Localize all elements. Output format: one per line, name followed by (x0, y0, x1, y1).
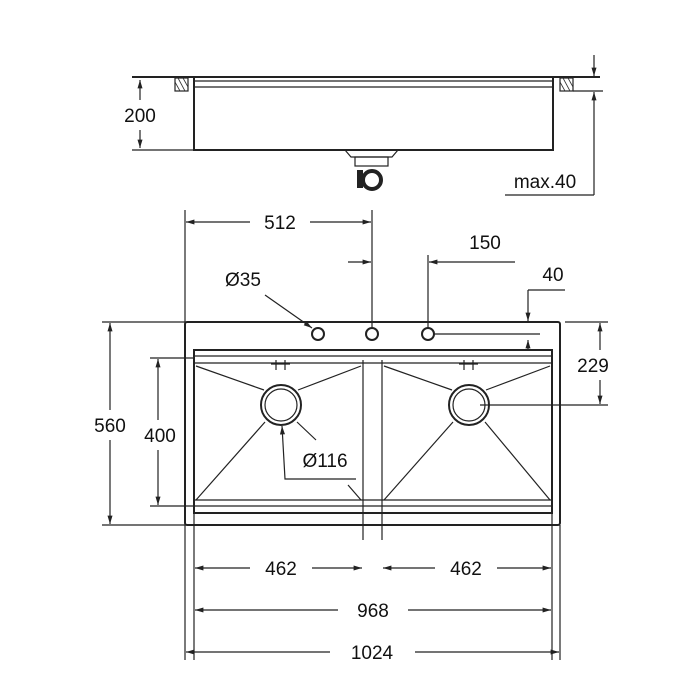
dimension-560: 560 (94, 321, 185, 526)
bowl-right (383, 360, 551, 501)
dim-200-label: 200 (124, 106, 156, 127)
drain-fitting (343, 149, 400, 191)
dimension-hole-35: Ø35 (225, 270, 313, 329)
dimension-229: 229 (480, 321, 609, 406)
dimension-drain-116: Ø116 (279, 425, 356, 480)
dim-drain-116-label: Ø116 (302, 451, 347, 472)
dimension-462-right: 462 (383, 559, 551, 580)
dimension-150: 150 (348, 233, 515, 328)
dim-512-label: 512 (264, 213, 296, 234)
dim-462-left-label: 462 (265, 559, 297, 580)
dim-560-label: 560 (94, 416, 126, 437)
dim-400-label: 400 (144, 426, 176, 447)
bowl-left (195, 360, 362, 501)
dim-462-right-label: 462 (450, 559, 482, 580)
dimension-400: 400 (144, 357, 194, 507)
dim-40-label: 40 (542, 265, 563, 286)
dim-1024-label: 1024 (351, 643, 394, 664)
countertop-hatch-left (174, 77, 189, 92)
dim-150-label: 150 (469, 233, 501, 254)
dimension-462-left: 462 (195, 559, 362, 580)
countertop-hatch-right (559, 77, 574, 92)
dim-229-label: 229 (577, 356, 609, 377)
dim-max40-label: max.40 (514, 172, 576, 193)
dimension-968: 968 (195, 601, 551, 622)
tap-holes (311, 327, 435, 341)
dim-hole-35-label: Ø35 (225, 270, 261, 291)
dimension-200: 200 (124, 80, 156, 148)
plan-view: 512 150 40 Ø35 229 (94, 210, 609, 664)
dimension-1024: 1024 (186, 643, 559, 664)
dim-968-label: 968 (357, 601, 389, 622)
dimension-max40: max.40 (505, 55, 603, 196)
dimension-40: 40 (434, 265, 565, 351)
side-view: 200 max.40 (124, 55, 603, 196)
dimension-512: 512 (186, 213, 371, 234)
